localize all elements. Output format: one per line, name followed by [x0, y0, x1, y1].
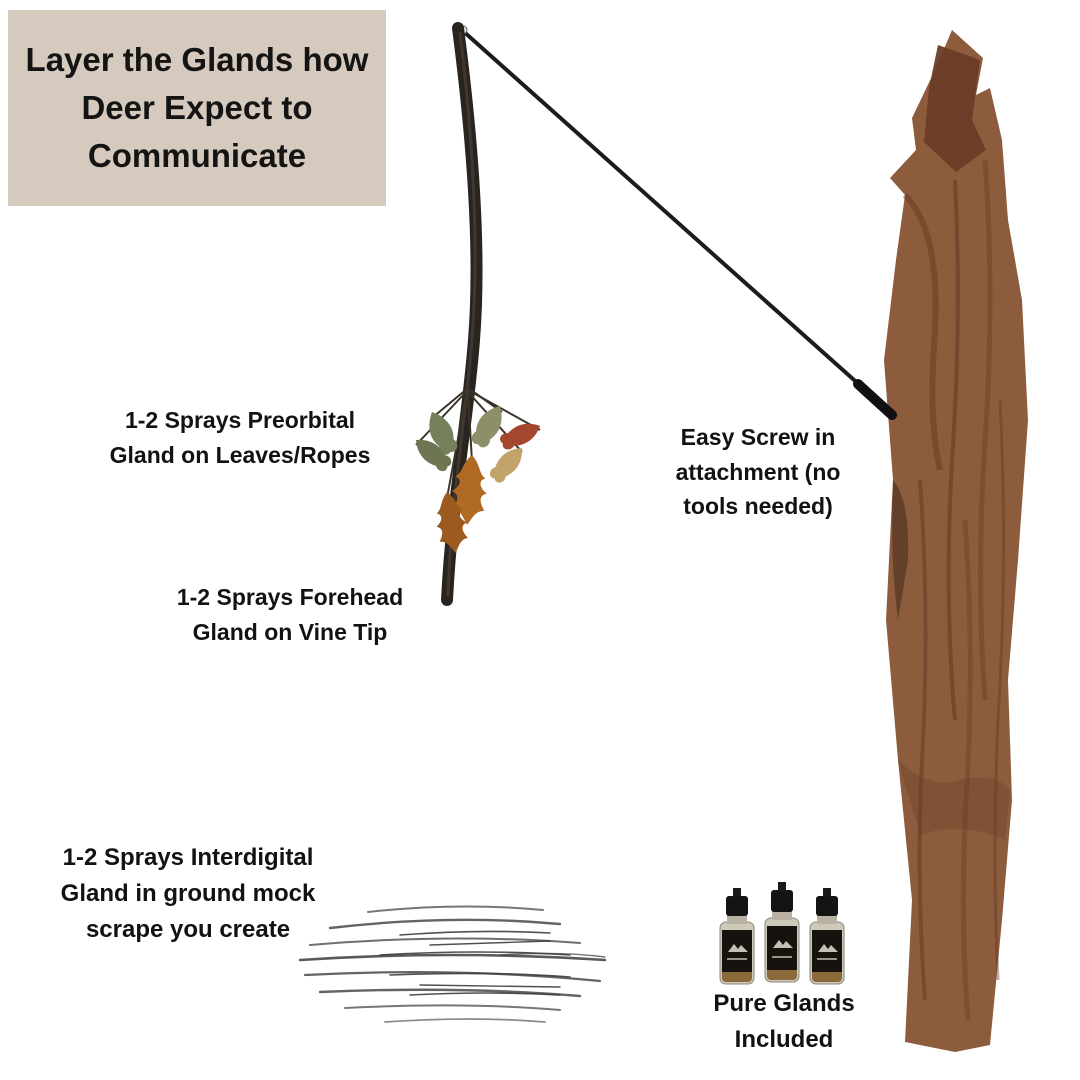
leaves-cluster: [415, 387, 541, 554]
screw-in-rod: [458, 25, 897, 420]
label-screw-attachment: Easy Screw in attachment (no tools neede…: [675, 424, 841, 519]
label-preorbital-gland: 1-2 Sprays Preorbital Gland on Leaves/Ro…: [109, 407, 371, 468]
page-title: Layer the Glands how Deer Expect to Comm…: [25, 41, 369, 174]
spray-bottles: [719, 882, 845, 985]
label-pure-glands-included: Pure Glands Included: [713, 990, 855, 1053]
header-banner: Layer the Glands how Deer Expect to Comm…: [8, 10, 386, 206]
tree-trunk-illustration: [884, 30, 1028, 1052]
label-forehead-gland: 1-2 Sprays Forehead Gland on Vine Tip: [176, 584, 404, 645]
label-interdigital-gland: 1-2 Sprays Interdigital Gland in ground …: [60, 844, 316, 943]
mock-scrape-scribble: [298, 905, 607, 1023]
